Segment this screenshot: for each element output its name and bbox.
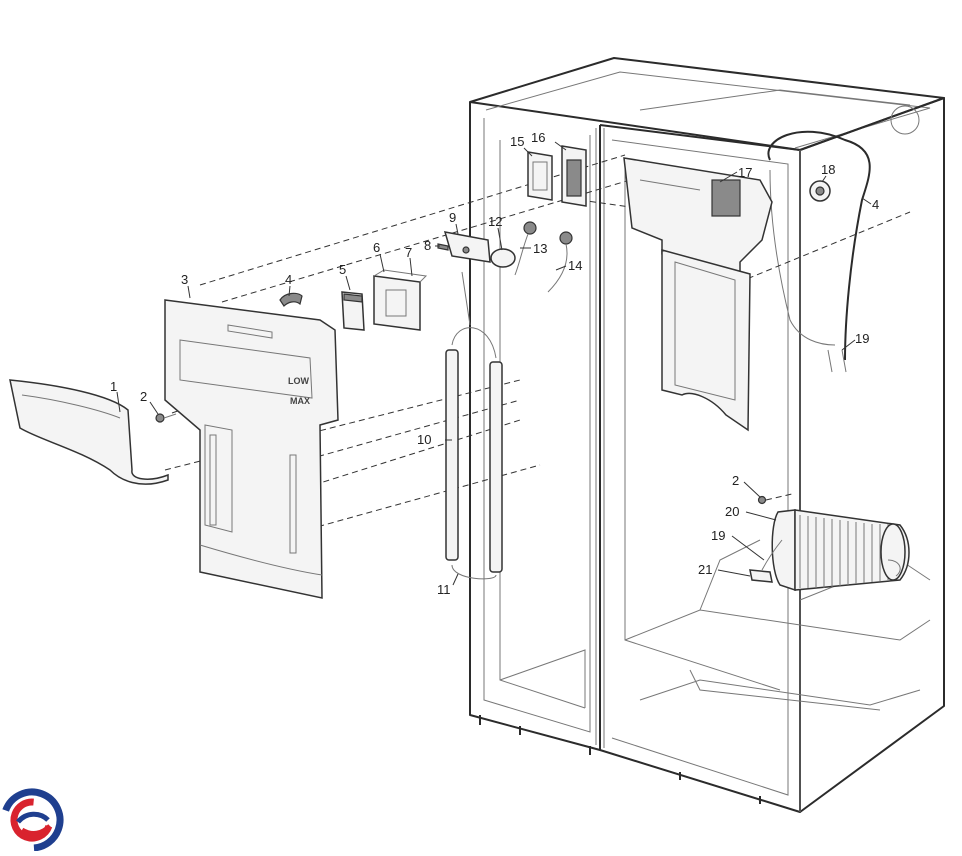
callout-12: 12 [488, 214, 502, 229]
callout-4-right: 4 [872, 197, 879, 212]
callout-21: 21 [698, 562, 712, 577]
callout-11: 11 [437, 582, 451, 597]
callout-7: 7 [405, 245, 412, 260]
part-20-coil[interactable] [771, 509, 910, 592]
part-13-harness[interactable] [514, 221, 537, 276]
callout-19-upper: 19 [855, 331, 869, 346]
panel-marking-low: LOW [288, 376, 309, 386]
brand-logo [0, 788, 64, 852]
callout-3: 3 [181, 272, 188, 287]
callout-5: 5 [339, 262, 346, 277]
callout-1: 1 [110, 379, 117, 394]
callout-6: 6 [373, 240, 380, 255]
callout-16: 16 [531, 130, 545, 145]
callout-labels: 1 2 3 4 5 6 7 8 9 10 11 12 13 14 15 16 1… [110, 130, 879, 597]
part-1-dispenser-cover[interactable] [9, 379, 169, 485]
part-4-clip[interactable] [279, 292, 303, 307]
callout-13: 13 [533, 241, 547, 256]
part-14-harness[interactable] [547, 231, 573, 293]
part-2-screw[interactable] [155, 413, 177, 423]
refrigerator-cabinet [469, 57, 945, 813]
callout-10: 10 [417, 432, 431, 447]
callout-8: 8 [424, 238, 431, 253]
callout-17: 17 [738, 165, 752, 180]
callout-14: 14 [568, 258, 582, 273]
panel-marking-max: MAX [290, 396, 310, 406]
part-16-motor[interactable] [561, 145, 587, 207]
callout-15: 15 [510, 134, 524, 149]
callout-2: 2 [140, 389, 147, 404]
part-10-heater[interactable] [445, 271, 503, 580]
part-12-solenoid[interactable] [490, 248, 516, 268]
part-6-bracket[interactable] [373, 269, 428, 331]
callout-9: 9 [449, 210, 456, 225]
callout-20: 20 [725, 504, 739, 519]
callout-4: 4 [285, 272, 292, 287]
callout-18: 18 [821, 162, 835, 177]
part-2-screw-right[interactable] [757, 495, 767, 505]
part-3-dispenser-panel[interactable]: LOW MAX [164, 299, 339, 599]
part-18-grommet[interactable] [809, 180, 831, 202]
callout-2-right: 2 [732, 473, 739, 488]
part-9-actuator[interactable] [443, 231, 491, 263]
part-5-module[interactable] [341, 291, 365, 331]
part-17-evaporator-cover[interactable] [623, 157, 773, 432]
part-8-pin[interactable] [437, 243, 449, 251]
part-21-thermostat[interactable] [749, 539, 783, 583]
part-15-panel[interactable] [527, 151, 553, 201]
leader-lines [116, 141, 872, 586]
callout-19-lower: 19 [711, 528, 725, 543]
